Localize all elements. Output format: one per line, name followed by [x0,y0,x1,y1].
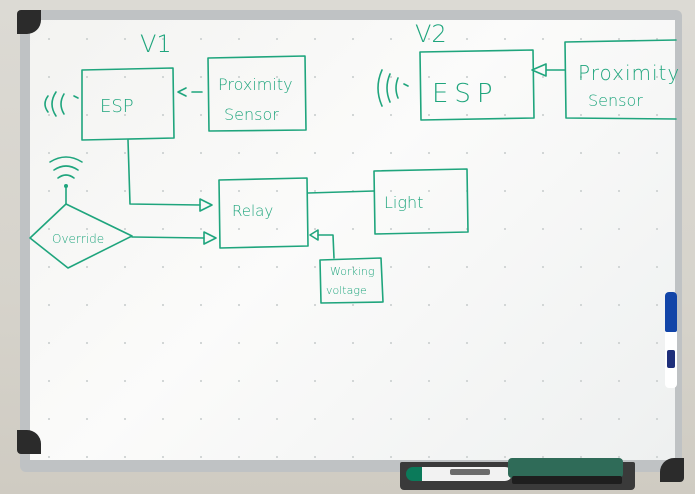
whiteboard-surface [30,20,675,460]
esp-v2-box [419,49,535,121]
esp-v1-signal-icon [44,91,79,117]
relay-to-light-line [307,190,375,194]
esp-v1-label: ESP [100,96,134,117]
esp-to-relay-arrowhead [199,198,213,212]
v1-heading: V1 [140,30,172,58]
working-voltage-box [319,257,384,304]
eraser [508,458,623,478]
frame-corner-bottom-left [17,430,41,454]
proximity-sensor-v1-label-1: Proximity [218,75,293,94]
override-antenna-dot [64,184,68,188]
relay-label: Relay [232,202,273,220]
voltage-to-relay-line [317,234,335,259]
override-to-relay-line [131,236,205,239]
proximity-sensor-v1-label-2: Sensor [224,105,279,124]
blue-marker [665,292,677,388]
override-diamond [29,203,133,269]
v2-heading: V2 [415,20,447,48]
esp-v2-signal-icon [377,69,409,107]
working-voltage-label-1: Working [330,265,374,278]
proximity-sensor-v2-box [564,39,677,120]
frame-corner-bottom-right [660,458,684,482]
marker-in-tray [406,467,512,481]
esp-v2-label: ESP [432,79,499,109]
eraser-base [512,476,622,484]
light-box [373,168,469,235]
proximity-sensor-v2-label-2: Sensor [588,91,643,110]
light-label: Light [384,193,423,212]
override-to-relay-arrowhead [203,231,217,245]
prox-to-esp-v2-arrow [531,63,566,77]
override-label: Override [52,232,104,246]
working-voltage-label-2: voltage [326,284,367,297]
esp-v1-box [81,67,175,141]
override-wifi-icon [49,156,83,179]
proximity-sensor-v2-label-1: Proximity [578,61,680,85]
voltage-to-relay-arrowhead [309,229,319,241]
prox-to-esp-v1-arrow [177,87,203,97]
esp-to-relay-line [127,139,201,206]
proximity-sensor-v1-box [207,55,307,132]
relay-box [218,177,309,249]
